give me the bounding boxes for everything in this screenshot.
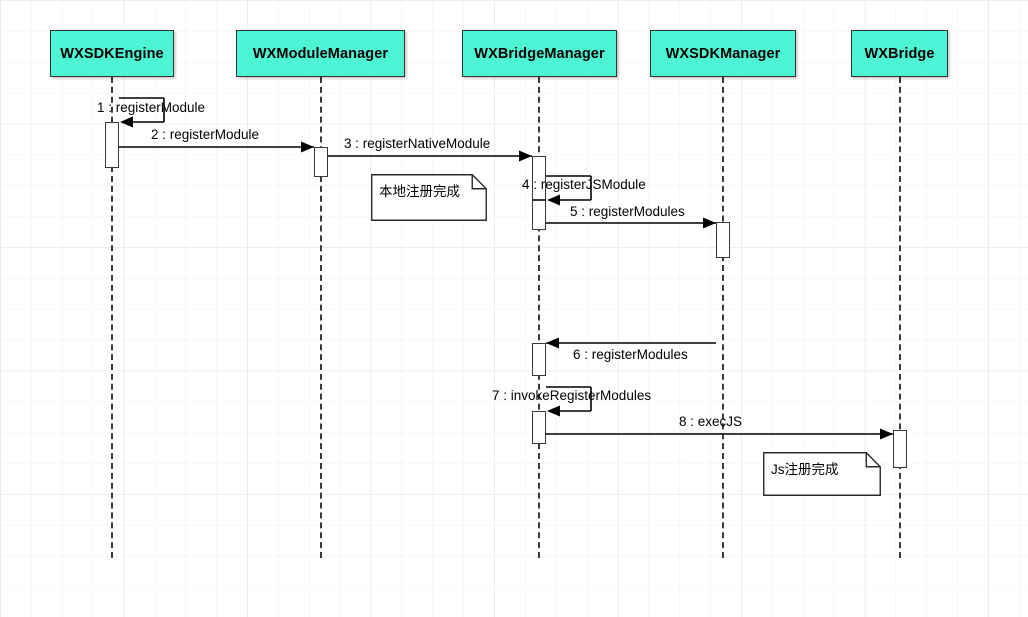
activation-bar-wxbridgemanager	[532, 200, 546, 230]
lifeline-wxsdkengine	[111, 77, 113, 558]
message-label-4: 4 : registerJSModule	[522, 177, 646, 192]
message-7-invokeRegisterModules[interactable]	[546, 386, 592, 417]
participant-wxsdkmanager[interactable]: WXSDKManager	[650, 30, 796, 77]
activation-bar-wxsdkmanager	[716, 222, 730, 258]
message-label-3: 3 : registerNativeModule	[344, 136, 491, 151]
participant-wxmodulemanager[interactable]: WXModuleManager	[236, 30, 405, 77]
message-8-execJS[interactable]	[546, 428, 893, 440]
activation-bar-wxbridgemanager	[532, 343, 546, 376]
activation-bar-wxsdkengine	[105, 122, 119, 168]
message-label-8: 8 : execJS	[679, 414, 743, 429]
message-label-5: 5 : registerModules	[570, 204, 685, 219]
message-4-registerJSModule[interactable]	[546, 175, 592, 206]
participant-label: WXSDKEngine	[60, 45, 164, 62]
note-note-native-done: 本地注册完成	[371, 174, 487, 221]
note-text: Js注册完成	[771, 462, 839, 477]
participant-wxbridge[interactable]: WXBridge	[851, 30, 948, 77]
message-5-registerModules[interactable]	[546, 217, 716, 229]
message-label-7: 7 : invokeRegisterModules	[492, 388, 652, 403]
note-note-js-done: Js注册完成	[763, 452, 881, 496]
message-1-registerModule[interactable]	[119, 97, 165, 128]
message-label-6: 6 : registerModules	[573, 347, 688, 362]
participant-label: WXBridge	[864, 45, 935, 62]
activation-bar-wxbridge	[893, 430, 907, 468]
lifeline-wxmodulemanager	[320, 77, 322, 558]
message-2-registerModule[interactable]	[119, 141, 314, 153]
note-text: 本地注册完成	[379, 184, 460, 199]
note-shape	[371, 174, 487, 221]
message-label-1: 1 : registerModule	[97, 100, 206, 115]
activation-bar-wxbridgemanager	[532, 156, 546, 200]
participant-wxsdkengine[interactable]: WXSDKEngine	[50, 30, 174, 77]
lifeline-wxbridge	[899, 77, 901, 558]
message-3-registerNativeModule[interactable]	[328, 150, 532, 162]
lifeline-wxsdkmanager	[722, 77, 724, 558]
message-label-2: 2 : registerModule	[151, 127, 260, 142]
activation-bar-wxbridgemanager	[532, 411, 546, 444]
message-6-registerModules[interactable]	[546, 337, 716, 349]
participant-label: WXBridgeManager	[474, 45, 605, 62]
note-shape	[763, 452, 881, 496]
participant-label: WXSDKManager	[665, 45, 781, 62]
activation-bar-wxmodulemanager	[314, 147, 328, 177]
lifeline-wxbridgemanager	[538, 77, 540, 558]
participant-label: WXModuleManager	[252, 45, 389, 62]
participant-wxbridgemanager[interactable]: WXBridgeManager	[462, 30, 617, 77]
